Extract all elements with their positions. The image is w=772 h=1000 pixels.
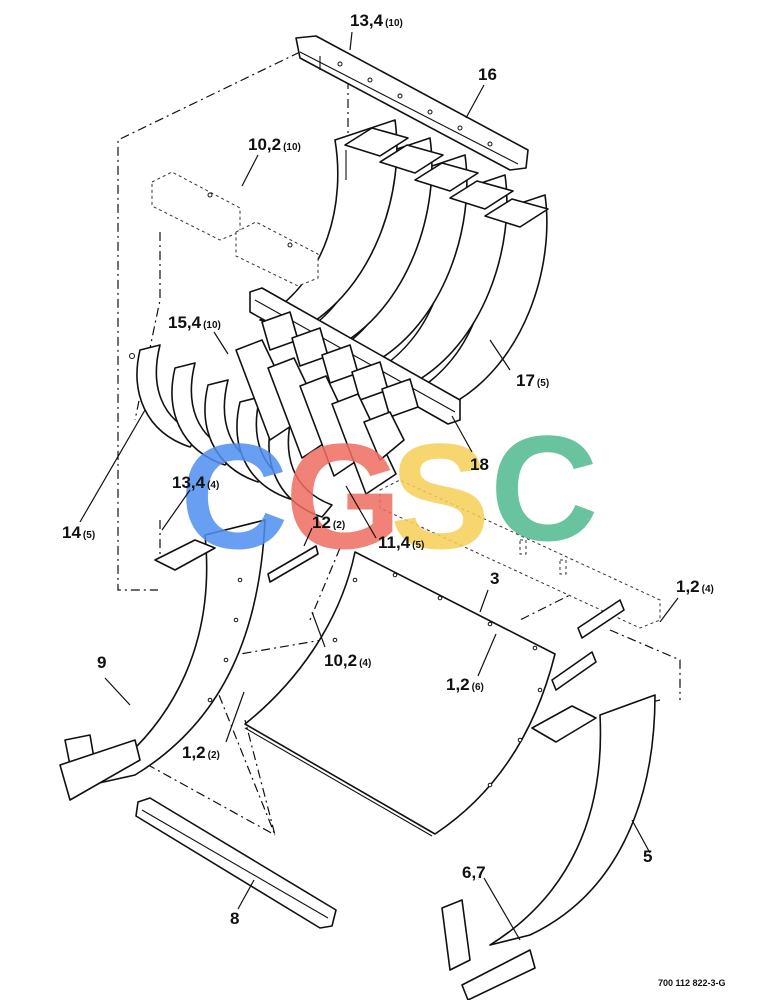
part-12-strip xyxy=(267,545,319,583)
watermark-letter-4: C xyxy=(490,404,598,572)
part-14-front-shields xyxy=(129,339,405,518)
callout-14: 14(5) xyxy=(62,523,95,542)
callout-12: 12(2) xyxy=(312,513,345,532)
watermark-letter-2: G xyxy=(285,412,402,580)
callout-13-4-top: 13,4(10) xyxy=(350,11,403,30)
callout-10-2-mid: 10,2(4) xyxy=(324,651,371,670)
part-17-curved-dividers xyxy=(259,119,549,406)
callout-labels: 13,4(10) 16 10,2(10) 15,4(10) 17(5) 14(5… xyxy=(62,11,714,928)
callout-8: 8 xyxy=(230,909,239,928)
drawing-number: 700 112 822-3-G xyxy=(658,978,726,988)
callout-3: 3 xyxy=(490,569,499,588)
ghosted-frame-parts xyxy=(151,171,319,287)
callout-15-4: 15,4(10) xyxy=(168,313,221,332)
leader-lines xyxy=(79,31,679,941)
watermark: C G S C xyxy=(180,404,598,580)
callout-1-2-mid: 1,2(6) xyxy=(446,675,484,694)
callout-9: 9 xyxy=(97,653,106,672)
watermark-letter-1: C xyxy=(180,412,288,580)
callout-17: 17(5) xyxy=(516,371,549,390)
callout-16: 16 xyxy=(478,65,497,84)
callout-18: 18 xyxy=(470,455,489,474)
callout-10-2-top: 10,2(10) xyxy=(248,135,301,154)
part-15-brackets xyxy=(261,311,419,418)
callout-1-2-left: 1,2(2) xyxy=(182,743,220,762)
part-9-left-side xyxy=(59,519,266,801)
callout-11-4: 11,4(5) xyxy=(378,533,424,552)
ghosted-bar xyxy=(379,479,661,629)
callout-6-7: 6,7 xyxy=(462,863,486,882)
part-8-lower-bar xyxy=(135,797,337,929)
part-5-right-side xyxy=(441,599,656,1000)
watermark-letter-3: S xyxy=(390,412,490,580)
part-16-top-bar xyxy=(295,35,529,171)
callout-1-2-right: 1,2(4) xyxy=(676,577,714,596)
part-3-panel xyxy=(244,551,556,837)
callout-5: 5 xyxy=(643,847,652,866)
callout-13-4-mid: 13,4(4) xyxy=(172,473,219,492)
